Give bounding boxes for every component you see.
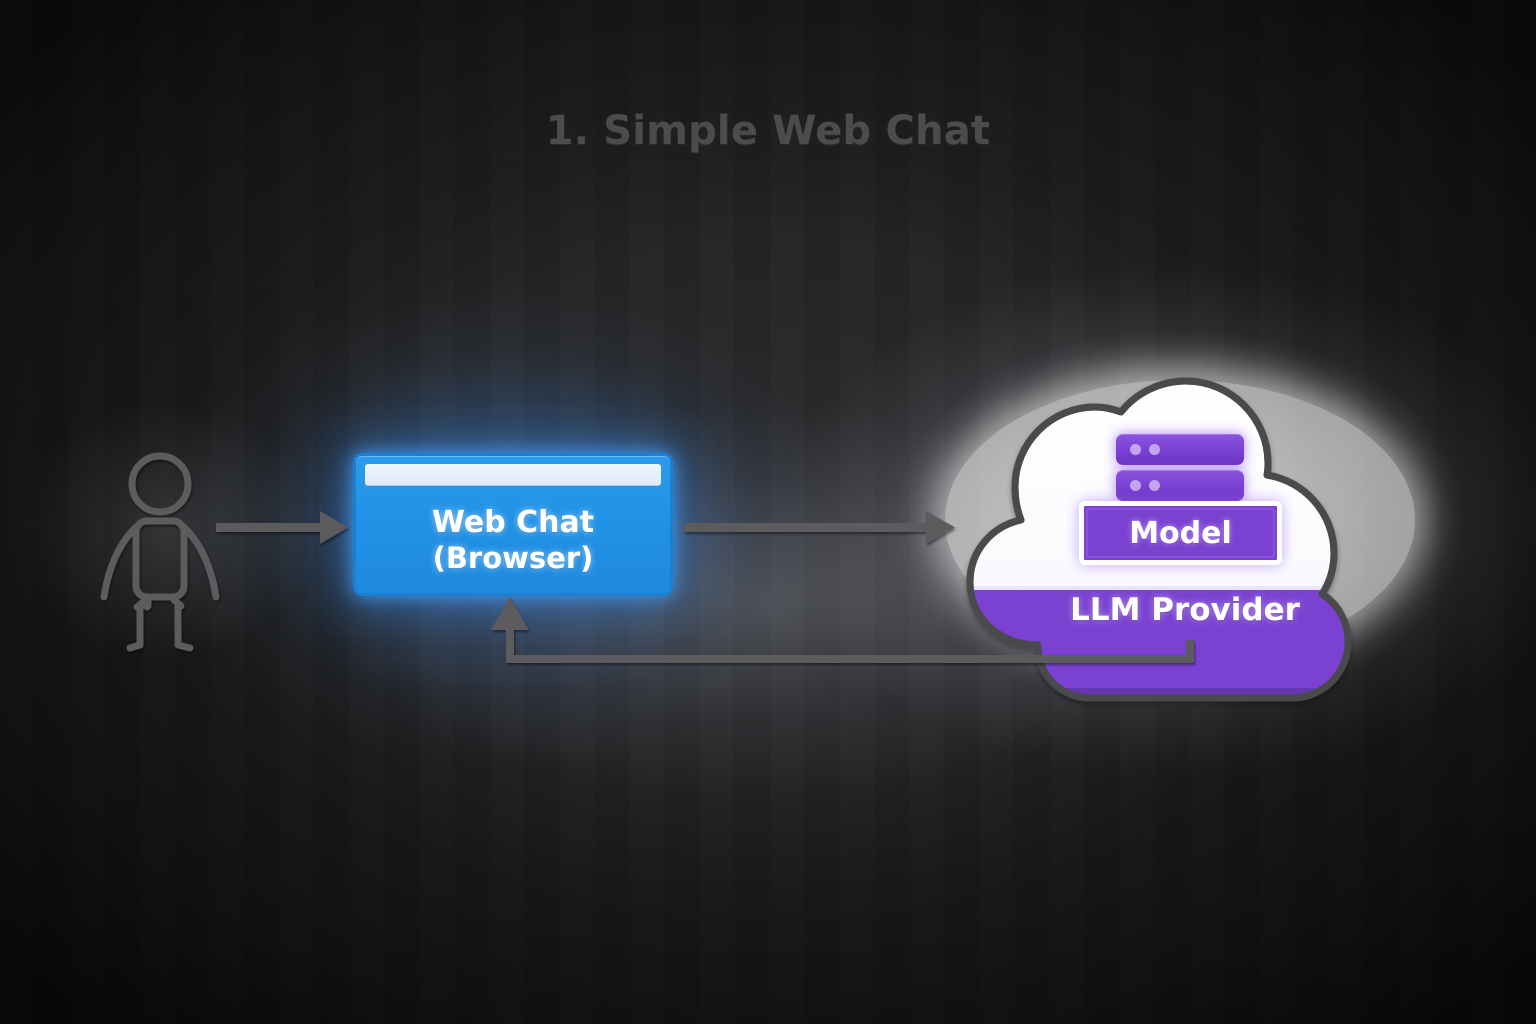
arrow-browser-to-cloud: [684, 511, 955, 544]
browser-label-group: Web Chat (Browser): [356, 494, 670, 587]
server-led-icon: [1149, 444, 1160, 455]
arrow2-head: [926, 511, 955, 544]
browser-titlebar: [365, 464, 661, 486]
user-actor-icon: [100, 452, 220, 652]
arrow3-head: [491, 597, 529, 630]
web-chat-browser-node[interactable]: Web Chat (Browser): [353, 453, 673, 596]
model-label: Model: [1129, 515, 1232, 551]
arrow-user-to-browser: [216, 511, 348, 544]
server-led-icon: [1130, 444, 1141, 455]
actor-arm-right: [180, 523, 220, 601]
arrow3-shaft: [506, 620, 1194, 663]
server-led-icon: [1149, 480, 1160, 491]
page-title: 1. Simple Web Chat: [545, 108, 991, 154]
actor-arm-left: [100, 523, 140, 601]
server-stack-icon: [1116, 434, 1244, 502]
browser-label-secondary: (Browser): [432, 541, 594, 576]
llm-provider-label: LLM Provider: [1070, 592, 1300, 628]
arrow2-shaft: [684, 523, 926, 532]
server-unit-bottom: [1116, 470, 1244, 501]
server-led-icon: [1130, 480, 1141, 491]
arrow1-head: [320, 511, 348, 544]
server-unit-top: [1116, 434, 1244, 465]
actor-leg-left: [126, 601, 144, 652]
actor-torso: [132, 517, 188, 601]
arrow1-shaft: [216, 523, 320, 532]
actor-leg-right: [174, 601, 194, 652]
cloud-outline-overstroke: [966, 377, 1352, 702]
arrow-cloud-to-browser-return: [491, 597, 1194, 663]
browser-label-primary: Web Chat: [431, 505, 595, 541]
actor-hip-right-notch: [170, 596, 185, 610]
actor-head: [128, 452, 192, 516]
